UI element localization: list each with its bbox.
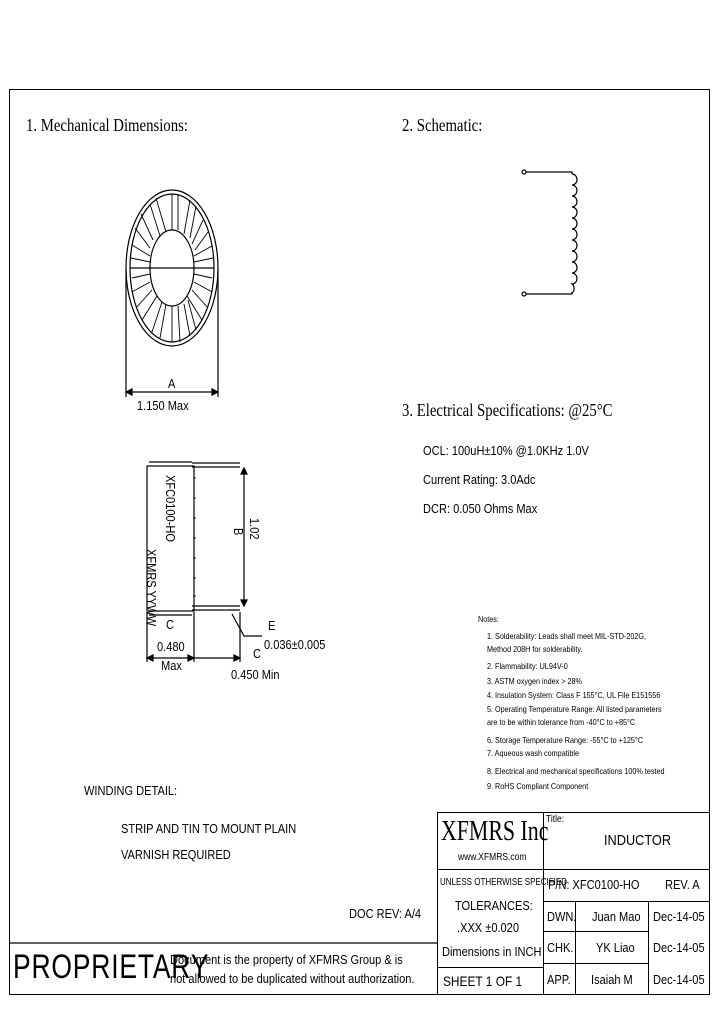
- chk-name: YK Liao: [596, 940, 635, 955]
- dimension-e-label: E: [268, 618, 276, 633]
- part-number: P/N: XFC0100-HO: [548, 877, 640, 892]
- winding-line2: VARNISH REQUIRED: [121, 847, 231, 862]
- dimension-c-left-label: C: [166, 617, 174, 632]
- tolerances-label: TOLERANCES:: [455, 898, 533, 913]
- note-line: Method 208H for solderability.: [487, 644, 583, 654]
- part-marking-line1: XFMRS YYWW: [144, 549, 159, 627]
- app-name: Isaiah M: [591, 972, 633, 987]
- dimension-c-right-label: C: [253, 646, 261, 661]
- note-line: 9. RoHS Compliant Component: [487, 781, 589, 791]
- notes-title: Notes:: [478, 614, 499, 624]
- dwn-name: Juan Mao: [592, 909, 641, 924]
- spec-current-rating: Current Rating: 3.0Adc: [423, 472, 536, 487]
- app-role: APP.: [547, 972, 571, 987]
- revision: REV. A: [665, 877, 700, 892]
- note-line: 6. Storage Temperature Range: -55°C to +…: [487, 735, 644, 745]
- note-line: are to be within tolerance from -40°C to…: [487, 717, 636, 727]
- dimension-c-right-value: 0.450 Min: [231, 667, 280, 682]
- winding-detail-title: WINDING DETAIL:: [84, 783, 178, 798]
- chk-date: Dec-14-05: [653, 940, 705, 955]
- chk-role: CHK.: [547, 940, 574, 955]
- proprietary-line1: Document is the property of XFMRS Group …: [170, 952, 403, 967]
- company-website: www.XFMRS.com: [458, 852, 527, 863]
- title-label: Title:: [546, 814, 565, 825]
- note-line: 3. ASTM oxygen index > 28%: [487, 676, 582, 686]
- dimension-e-value: 0.036±0.005: [264, 637, 326, 652]
- mechanical-dimensions-heading: 1. Mechanical Dimensions:: [26, 115, 188, 135]
- app-date: Dec-14-05: [653, 972, 705, 987]
- dimension-b-label: B: [231, 528, 246, 536]
- doc-rev: DOC REV: A/4: [349, 906, 422, 921]
- dimension-c-left-value: 0.480: [157, 639, 185, 654]
- dimensions-unit: Dimensions in INCH: [442, 944, 542, 959]
- winding-line1: STRIP AND TIN TO MOUNT PLAIN: [121, 821, 297, 836]
- proprietary-word: PROPRIETARY: [13, 948, 210, 986]
- dimension-b-value: 1.02: [247, 518, 262, 540]
- sheet-number: SHEET 1 OF 1: [443, 973, 523, 989]
- spec-dcr: DCR: 0.050 Ohms Max: [423, 501, 538, 516]
- title-value: INDUCTOR: [604, 832, 672, 849]
- spec-ocl: OCL: 100uH±10% @1.0KHz 1.0V: [423, 443, 589, 458]
- company-name: XFMRS Inc: [441, 816, 549, 847]
- tolerance-value: .XXX ±0.020: [457, 920, 519, 935]
- note-line: 8. Electrical and mechanical specificati…: [487, 766, 665, 776]
- proprietary-line2: not allowed to be duplicated without aut…: [170, 971, 415, 986]
- note-line: 4. Insulation System: Class F 155°C, UL …: [487, 690, 661, 700]
- part-marking-line2: XFC0100-HO: [163, 475, 178, 542]
- app-name-cell: [575, 963, 649, 995]
- dwn-date: Dec-14-05: [653, 909, 705, 924]
- note-line: 1. Solderability: Leads shall meet MIL-S…: [487, 631, 647, 641]
- note-line: 7. Aqueous wash compatible: [487, 748, 579, 758]
- dimension-a-label: A: [168, 376, 176, 391]
- tolerance-heading: UNLESS OTHERWISE SPECIFIED: [440, 877, 567, 888]
- note-line: 5. Operating Temperature Range: All list…: [487, 704, 662, 714]
- note-line: 2. Flammability: UL94V-0: [487, 661, 568, 671]
- electrical-specs-heading: 3. Electrical Specifications: @25°C: [402, 400, 613, 420]
- schematic-heading: 2. Schematic:: [402, 115, 483, 135]
- dimension-c-left-suffix: Max: [161, 658, 182, 673]
- dimension-a-value: 1.150 Max: [137, 398, 189, 413]
- drawing-border: [9, 89, 710, 995]
- dwn-role: DWN.: [547, 909, 577, 924]
